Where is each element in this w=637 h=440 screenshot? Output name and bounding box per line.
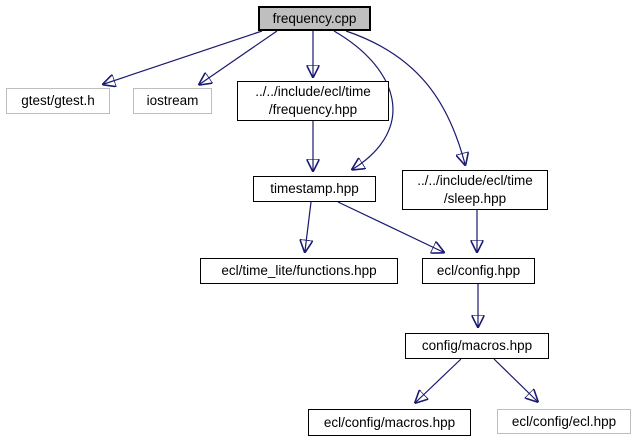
node-gtest-gtest-h: gtest/gtest.h <box>6 88 110 114</box>
node-sleep-hpp[interactable]: ../../include/ecl/time /sleep.hpp <box>402 170 548 210</box>
node-ecl-config-ecl-hpp: ecl/config/ecl.hpp <box>497 409 631 434</box>
node-ecl-config-macros-hpp[interactable]: ecl/config/macros.hpp <box>308 409 471 436</box>
edge-frequency-cpp-to-timestamp-hpp <box>333 30 394 169</box>
node-frequency-hpp[interactable]: ../../include/ecl/time /frequency.hpp <box>237 81 389 121</box>
node-iostream: iostream <box>133 88 212 114</box>
node-functions-hpp[interactable]: ecl/time_lite/functions.hpp <box>200 258 398 284</box>
edge-timestamp-hpp-to-functions-hpp <box>305 201 311 251</box>
edge-frequency-cpp-to-iostream <box>200 30 278 84</box>
node-config-macros-hpp[interactable]: config/macros.hpp <box>405 333 549 359</box>
edge-timestamp-hpp-to-config-hpp <box>337 201 443 252</box>
edge-frequency-cpp-to-sleep-hpp <box>345 30 465 164</box>
node-config-hpp[interactable]: ecl/config.hpp <box>422 258 535 284</box>
edge-config-macros-hpp-to-ecl-config-macros-hpp <box>416 358 462 402</box>
node-timestamp-hpp[interactable]: timestamp.hpp <box>253 176 376 202</box>
node-frequency-cpp: frequency.cpp <box>258 6 371 31</box>
edge-frequency-cpp-to-gtest <box>104 30 263 84</box>
edge-config-macros-hpp-to-ecl-config-ecl-hpp <box>493 358 537 401</box>
